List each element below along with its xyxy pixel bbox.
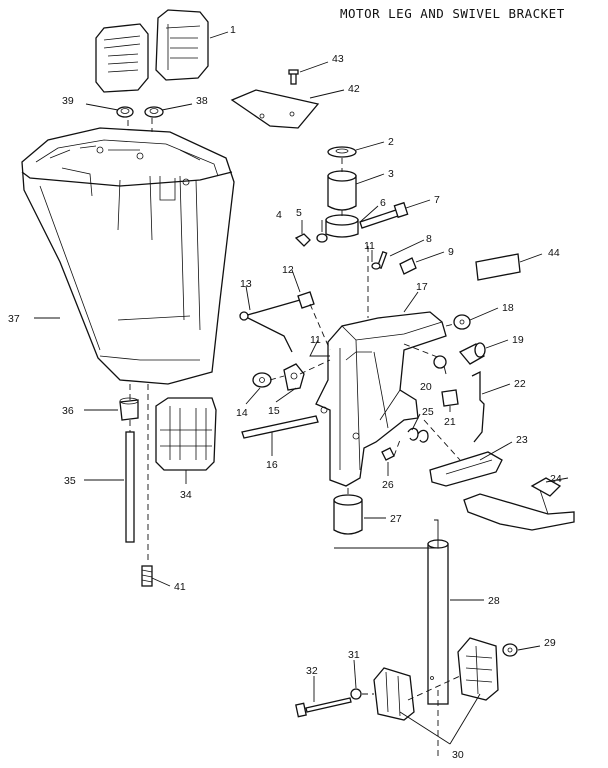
callout-28: 28 (488, 595, 500, 607)
callout-29: 29 (544, 637, 556, 649)
part-30-clamp-half-right (457, 637, 499, 701)
callout-24: 24 (550, 473, 562, 485)
part-17-swivel-bracket (315, 311, 447, 487)
part-20-washer (433, 355, 447, 369)
callout-21: 21 (444, 416, 456, 428)
callout-41: 41 (174, 581, 186, 593)
part-34-clamp-block (155, 397, 217, 471)
callout-20: 20 (420, 381, 432, 393)
part-35-tube (125, 431, 135, 543)
diagram-title: MOTOR LEG AND SWIVEL BRACKET (340, 6, 565, 21)
callout-32: 32 (306, 665, 318, 677)
part-30-clamp-half-left (373, 667, 415, 721)
part-7-screw (359, 201, 409, 229)
part-42-cover-plate (230, 89, 320, 129)
callout-30: 30 (452, 749, 464, 761)
part-38-grommet (144, 106, 164, 118)
part-21-plate (441, 389, 459, 407)
part-24-tilt-bar (463, 477, 575, 531)
part-1-clamp-covers (95, 9, 209, 93)
callout-13: 13 (240, 278, 252, 290)
part-41-bolt (141, 565, 153, 587)
callout-44: 44 (548, 247, 560, 259)
callout-42: 42 (348, 83, 360, 95)
callout-1: 1 (230, 24, 236, 36)
callout-22: 22 (514, 378, 526, 390)
callout-14: 14 (236, 407, 248, 419)
callout-26: 26 (382, 479, 394, 491)
leader-lines (34, 31, 569, 745)
assembly-lines (127, 118, 461, 760)
callout-37: 37 (8, 313, 20, 325)
callout-7: 7 (434, 194, 440, 206)
part-18-washer (453, 314, 471, 330)
part-19-knob (458, 342, 486, 365)
part-36-bushing (119, 397, 139, 421)
part-13-shift-rod (239, 299, 301, 353)
part-3-bushing (327, 170, 357, 211)
part-22-tilt-rod (471, 370, 485, 443)
callout-39: 39 (62, 95, 74, 107)
part-16-pin (241, 415, 319, 439)
part-39-grommet (116, 106, 134, 118)
callout-38: 38 (196, 95, 208, 107)
callout-35: 35 (64, 475, 76, 487)
callout-16: 16 (266, 459, 278, 471)
callout-27: 27 (390, 513, 402, 525)
callout-19: 19 (512, 334, 524, 346)
callout-31: 31 (348, 649, 360, 661)
callout-9: 9 (448, 246, 454, 258)
part-4-nut (294, 233, 311, 247)
part-44-label-plate (475, 253, 521, 281)
part-25-spring (407, 427, 429, 443)
callout-11-lower: 11 (310, 334, 321, 346)
part-29-nut (502, 643, 518, 657)
callout-18: 18 (502, 302, 514, 314)
callout-11-upper: 11 (364, 240, 375, 252)
part-5-washer (316, 233, 328, 243)
part-23-lock-lever (429, 451, 503, 487)
callout-3: 3 (388, 168, 394, 180)
part-14-washer (252, 372, 272, 388)
callout-6: 6 (380, 197, 386, 209)
callout-23: 23 (516, 434, 528, 446)
part-37-motor-leg-housing (21, 127, 235, 385)
part-12-sleeve (297, 291, 315, 309)
part-32-bolt (295, 697, 352, 718)
part-9-clip (399, 257, 417, 275)
callout-36: 36 (62, 405, 74, 417)
part-6-collar (325, 214, 359, 238)
callout-4: 4 (276, 209, 282, 221)
callout-5: 5 (296, 207, 302, 219)
callout-8: 8 (426, 233, 432, 245)
part-2-washer (327, 146, 357, 158)
callout-15: 15 (268, 405, 280, 417)
callout-25: 25 (422, 406, 434, 418)
callout-43: 43 (332, 53, 344, 65)
callout-34: 34 (180, 489, 192, 501)
part-26-nut (381, 447, 395, 461)
part-8-pin (371, 250, 388, 270)
part-43-screw (288, 69, 299, 85)
part-28-steering-tube (427, 539, 449, 705)
callout-17: 17 (416, 281, 428, 293)
callout-2: 2 (388, 136, 394, 148)
callout-labels: 1 2 3 4 5 6 7 8 9 11 11 12 13 14 15 16 1… (8, 24, 562, 761)
part-27-bushing (333, 494, 363, 535)
callout-12: 12 (282, 264, 294, 276)
part-15-lever (283, 363, 305, 391)
part-31-washer (350, 688, 362, 700)
